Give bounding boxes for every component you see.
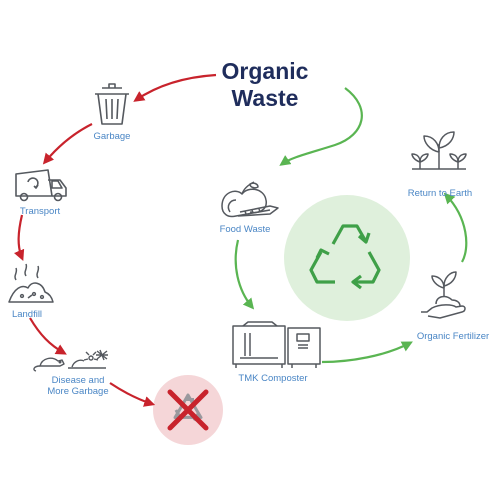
label-landfill: Landfill xyxy=(11,309,43,320)
label-organic-fertilizer: Organic Fertilizer xyxy=(416,331,490,342)
label-disease-line-2: More Garbage xyxy=(47,386,109,397)
arrow-composter-to-fertilizer xyxy=(321,341,413,364)
label-tmk-composter: TMK Composter xyxy=(238,373,308,384)
arrow-title-to-garbage xyxy=(133,73,217,102)
title-line-2: Waste xyxy=(231,85,299,111)
arrow-landfill-to-disease xyxy=(29,317,67,355)
label-garbage: Garbage xyxy=(93,131,131,142)
composter-machine-icon xyxy=(232,321,321,368)
arrow-fertilizer-to-earth xyxy=(443,192,468,263)
green-arrows xyxy=(234,87,468,364)
arrow-transport-to-landfill xyxy=(13,214,25,262)
arrow-title-to-foodwaste xyxy=(279,87,363,166)
arrow-disease-to-norecycle xyxy=(109,382,156,407)
landfill-pile-icon xyxy=(8,263,54,303)
crossed-recycle-icon xyxy=(167,389,209,431)
green-recycle-circle xyxy=(284,195,410,321)
red-arrows xyxy=(13,73,217,407)
label-food-waste: Food Waste xyxy=(219,224,271,235)
label-disease-line-1: Disease and xyxy=(51,375,105,386)
page-title: Organic Waste xyxy=(205,58,325,112)
label-return-to-earth: Return to Earth xyxy=(407,188,473,199)
label-transport: Transport xyxy=(19,206,61,217)
garbage-truck-icon xyxy=(15,169,67,202)
arrow-foodwaste-to-composter xyxy=(234,239,255,310)
trash-can-icon xyxy=(95,83,129,125)
recycle-arrows-icon xyxy=(309,224,381,290)
food-waste-icon xyxy=(221,181,279,218)
seedlings-icon xyxy=(411,131,467,170)
hand-holding-sprout-icon xyxy=(421,271,466,319)
rat-and-insects-icon xyxy=(33,349,108,372)
arrow-garbage-to-transport xyxy=(42,123,93,165)
title-line-1: Organic xyxy=(221,58,309,84)
